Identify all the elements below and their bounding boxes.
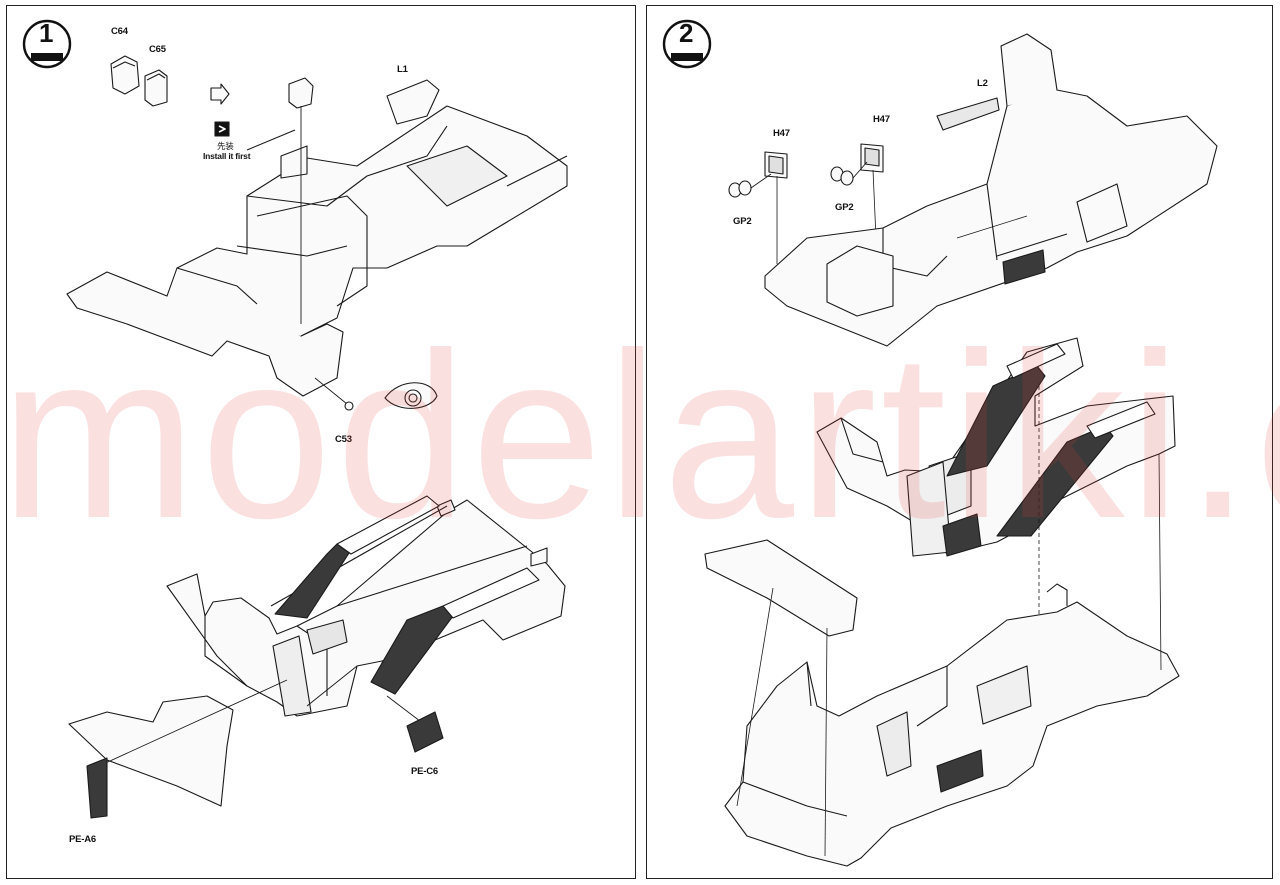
label-gp2-right: GP2 bbox=[835, 202, 854, 213]
hull-l1 bbox=[66, 77, 568, 397]
step-1-badge bbox=[22, 19, 72, 69]
part-gp2-right bbox=[830, 166, 854, 186]
label-c53: C53 bbox=[335, 434, 352, 445]
step-2-word: STEP bbox=[669, 44, 687, 51]
label-gp2-left: GP2 bbox=[733, 216, 752, 227]
label-l1: L1 bbox=[397, 64, 408, 75]
hull-lower-step1 bbox=[68, 499, 566, 807]
pe-a6-plate bbox=[86, 757, 108, 819]
step-2-badge bbox=[662, 19, 712, 69]
vent-grille-mid bbox=[942, 513, 982, 557]
step-2-number: 2 bbox=[679, 18, 694, 48]
label-install-first: Install it first bbox=[203, 151, 251, 161]
step-1-number: 1 bbox=[39, 18, 54, 48]
tread-plate-left bbox=[274, 543, 352, 619]
part-h47-right bbox=[860, 143, 884, 173]
vent-grille-upper bbox=[1002, 249, 1046, 285]
install-first-icon bbox=[214, 121, 230, 137]
vent-grille-bottom bbox=[936, 749, 984, 793]
hull-floor-step2 bbox=[704, 337, 1176, 637]
part-gp2-left bbox=[728, 180, 752, 198]
part-h47-left bbox=[764, 151, 788, 179]
label-install-first-cn: 先装 bbox=[217, 141, 234, 151]
part-c64 bbox=[110, 55, 140, 95]
step-1-drawing bbox=[66, 55, 568, 819]
label-pe-a6: PE-A6 bbox=[69, 834, 96, 845]
pe-c6-plate bbox=[406, 711, 444, 753]
hull-l2 bbox=[764, 33, 1218, 347]
part-c65 bbox=[144, 69, 168, 107]
step-2-drawing bbox=[704, 33, 1218, 867]
label-h47-left: H47 bbox=[773, 128, 790, 139]
label-c65: C65 bbox=[149, 44, 166, 55]
label-l2: L2 bbox=[977, 78, 988, 89]
arrow-icon bbox=[210, 83, 230, 105]
step-1-panel: 1 STEP bbox=[6, 5, 636, 879]
step-1-word: STEP bbox=[29, 44, 47, 51]
label-h47-right: H47 bbox=[873, 114, 890, 125]
label-pe-c6: PE-C6 bbox=[411, 766, 438, 777]
hull-bottom-step2 bbox=[724, 583, 1180, 867]
step-2-panel: 2 STEP bbox=[646, 5, 1273, 879]
label-c64: C64 bbox=[111, 26, 128, 37]
tread-plate-right bbox=[370, 605, 454, 695]
